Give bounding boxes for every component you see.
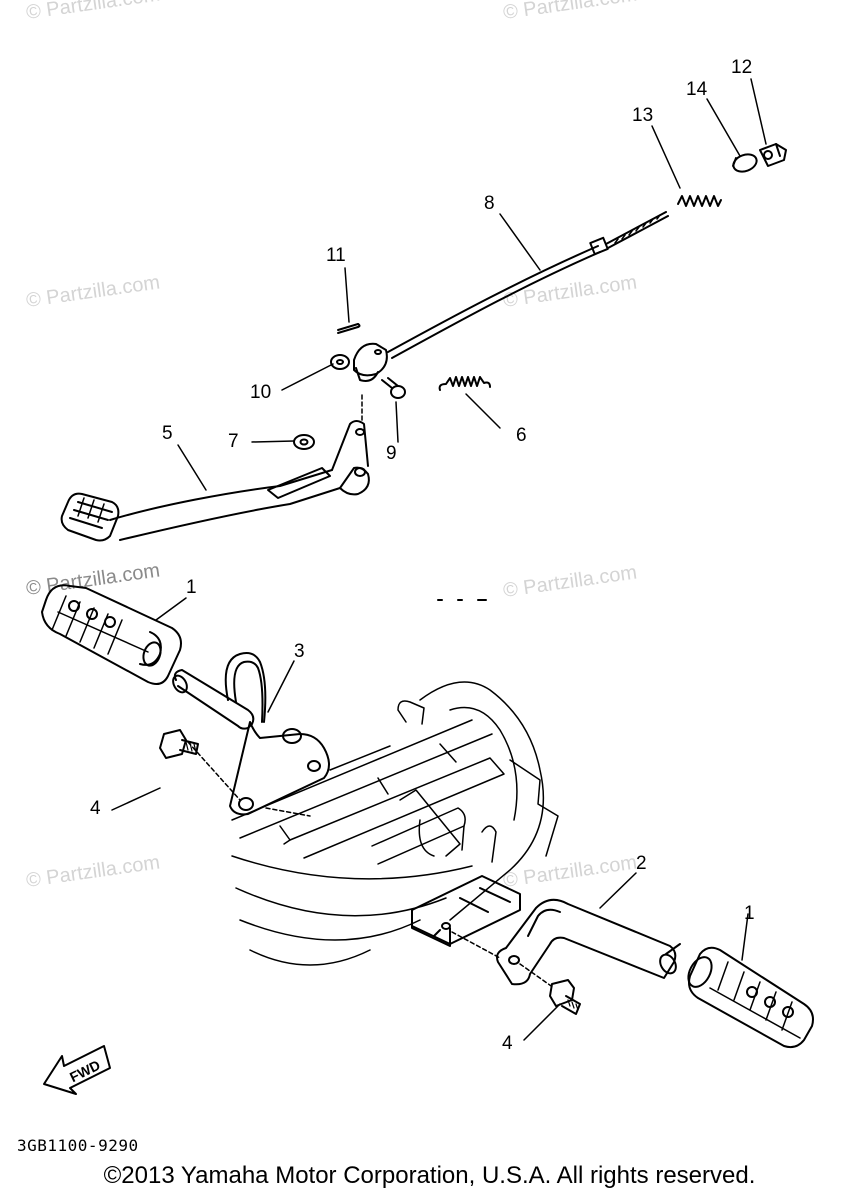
mount-block xyxy=(411,875,521,947)
washer-10 xyxy=(330,354,350,370)
spring-13 xyxy=(677,195,722,207)
pin-9 xyxy=(381,377,406,399)
footrest-bracket-2 xyxy=(496,898,681,986)
joint-14 xyxy=(732,153,758,173)
callout-1-left: 1 xyxy=(186,577,197,598)
callout-5: 5 xyxy=(162,423,173,444)
callout-8: 8 xyxy=(484,193,495,214)
callout-7: 7 xyxy=(228,431,239,452)
callout-14: 14 xyxy=(686,79,708,100)
leader-lines xyxy=(177,78,767,491)
callout-1-right: 1 xyxy=(744,903,755,924)
callout-4-upper: 4 xyxy=(90,798,101,819)
spring-6 xyxy=(438,376,491,391)
bolt-4-lower xyxy=(549,979,581,1015)
callout-11: 11 xyxy=(326,245,346,266)
callout-13: 13 xyxy=(632,105,654,126)
callout-3: 3 xyxy=(294,641,305,662)
callout-2: 2 xyxy=(636,853,647,874)
footrest-bracket-3 xyxy=(172,652,330,816)
callout-6: 6 xyxy=(516,425,527,446)
clevis xyxy=(353,342,388,382)
frame-outline xyxy=(231,681,559,966)
fwd-arrow-icon xyxy=(43,1045,111,1095)
cotter-pin-11 xyxy=(337,323,361,334)
leader-lines-lower xyxy=(111,597,749,1041)
footrest-1-right xyxy=(687,946,814,1049)
brake-cable xyxy=(387,211,669,359)
callout-12: 12 xyxy=(731,57,753,78)
footrest-1-left xyxy=(41,584,182,685)
bolt-4-upper xyxy=(159,729,199,759)
callout-4-lower: 4 xyxy=(502,1033,513,1054)
diagram-part-number: 3GB1100-9290 xyxy=(17,1136,139,1155)
copyright-notice: ©2013 Yamaha Motor Corporation, U.S.A. A… xyxy=(103,1162,756,1189)
callout-9: 9 xyxy=(386,443,397,464)
callout-10: 10 xyxy=(250,382,272,403)
washer-7 xyxy=(293,434,315,450)
brake-pedal-5 xyxy=(60,420,370,542)
adjusting-nut-12 xyxy=(759,143,787,167)
